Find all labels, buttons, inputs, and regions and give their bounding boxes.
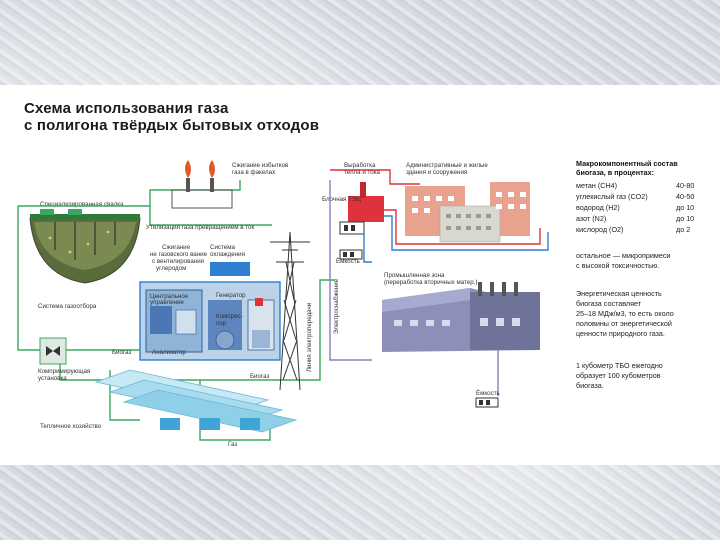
composition-row-value: 40-50 <box>676 192 694 201</box>
gas-purification-3: с вентилирования <box>152 258 204 265</box>
composition-row-name: азот (N2) <box>576 214 606 223</box>
landfill <box>29 209 141 284</box>
gas-purification-2: не газовского вание <box>150 251 208 258</box>
composition-row-name: метан (CH4) <box>576 181 617 190</box>
admin-buildings <box>405 182 530 243</box>
title-line-2: с полигона твёрдых бытовых отходов <box>24 117 320 134</box>
composition-row-name: углекислый газ (CO2) <box>576 192 648 201</box>
industrial-label-1: Промышленная зона <box>384 272 445 279</box>
cooling-label-2: охлаждения <box>210 251 245 258</box>
generator-label: Генератор <box>216 292 246 299</box>
gas-pipeline-label: Система газоотбора <box>38 303 97 310</box>
cooling-label-1: Система <box>210 244 235 251</box>
electric-supply-line <box>329 180 372 361</box>
heat-power-2: тепла и тока <box>344 169 381 176</box>
analyzer-label: Анализатор <box>152 349 186 356</box>
compressor-station-line1: Компримирующая <box>38 368 90 375</box>
cube-line-1: 1 кубометр ТБО ежегодно <box>576 361 663 370</box>
composition-row-name: водород (H2) <box>576 203 620 212</box>
compressor-label-2: сор <box>216 320 227 327</box>
composition-rest-1: остальное — микропримеси <box>576 251 670 260</box>
title-line-1: Схема использования газа <box>24 100 229 117</box>
page-title: Схема использования газа с полигона твёр… <box>24 100 319 134</box>
tank-top <box>339 249 363 260</box>
tank-top-label: Ёмкость <box>336 258 360 265</box>
control-label-2: управление <box>150 299 184 306</box>
electricity-use-label: Утилизация газа превращением в ток <box>146 224 254 231</box>
compressor-station <box>39 337 67 365</box>
gas-purification-1: Сжигание <box>162 244 191 251</box>
electric-supply-label: Электроснабжение <box>333 278 340 334</box>
landfill-label: Специализированная свалка <box>40 201 124 208</box>
flares <box>171 160 233 209</box>
control-label-1: Центральное <box>150 293 189 300</box>
boiler-label: Блочная ТЭЦ <box>322 196 361 203</box>
energy-line-3: 25–18 МДж/м3, то есть около <box>576 309 674 318</box>
tank-bottom <box>475 397 499 408</box>
power-line-label: Линия электропередачи <box>306 302 313 372</box>
boiler-chp <box>339 182 384 235</box>
power-tower <box>270 231 310 391</box>
gas-purification-4: углеродом <box>156 265 186 272</box>
compressor-station-line2: установка <box>38 375 67 382</box>
composition-heading-1: Макрокомпонентный состав <box>576 159 678 168</box>
composition-rest-2: с высокой токсичностью. <box>576 261 659 270</box>
composition-row-value: до 10 <box>676 214 694 223</box>
energy-line-4: половины от энергетической <box>576 319 672 328</box>
heat-label: Газ <box>228 441 237 448</box>
flare-label-1: Сжигание избытков <box>232 162 289 169</box>
greenhouses-label: Тепличное хозяйство <box>40 423 102 430</box>
admin-label-2: здания и сооружения <box>406 169 467 176</box>
slide-panel <box>0 85 720 465</box>
biogas-label: Биогаз <box>112 349 131 356</box>
composition-row-value: до 2 <box>676 225 690 234</box>
tank-bottom-label: Ёмкость <box>476 390 500 397</box>
composition-row-value: 40-80 <box>676 181 694 190</box>
energy-line-2: биогаза составляет <box>576 299 642 308</box>
flare-label-2: газа в факелах <box>232 169 276 176</box>
admin-label-1: Административные и жилые <box>406 162 488 169</box>
heat-power-1: Выработка <box>344 162 376 169</box>
composition-heading-2: биогаза, в процентах: <box>576 168 654 177</box>
energy-line-5: ценности природного газа. <box>576 329 665 338</box>
industrial-label-2: (переработка вторичных матер.) <box>384 279 477 286</box>
cube-line-3: биогаза. <box>576 381 604 390</box>
composition-panel: Макрокомпонентный состав биогаза, в проц… <box>576 159 694 390</box>
greenhouses <box>94 369 298 433</box>
energy-line-1: Энергетическая ценность <box>576 289 662 298</box>
compressor-label-1: Компрес- <box>216 313 243 320</box>
industrial-zone <box>382 282 540 352</box>
machine-room <box>139 262 281 361</box>
composition-row-value: до 10 <box>676 203 694 212</box>
cube-line-2: образует 100 кубометров <box>576 371 661 380</box>
heat-pipes <box>330 169 549 263</box>
biogas-bottom-label: Биогаз <box>250 373 269 380</box>
composition-row-name: кислород (O2) <box>576 225 623 234</box>
